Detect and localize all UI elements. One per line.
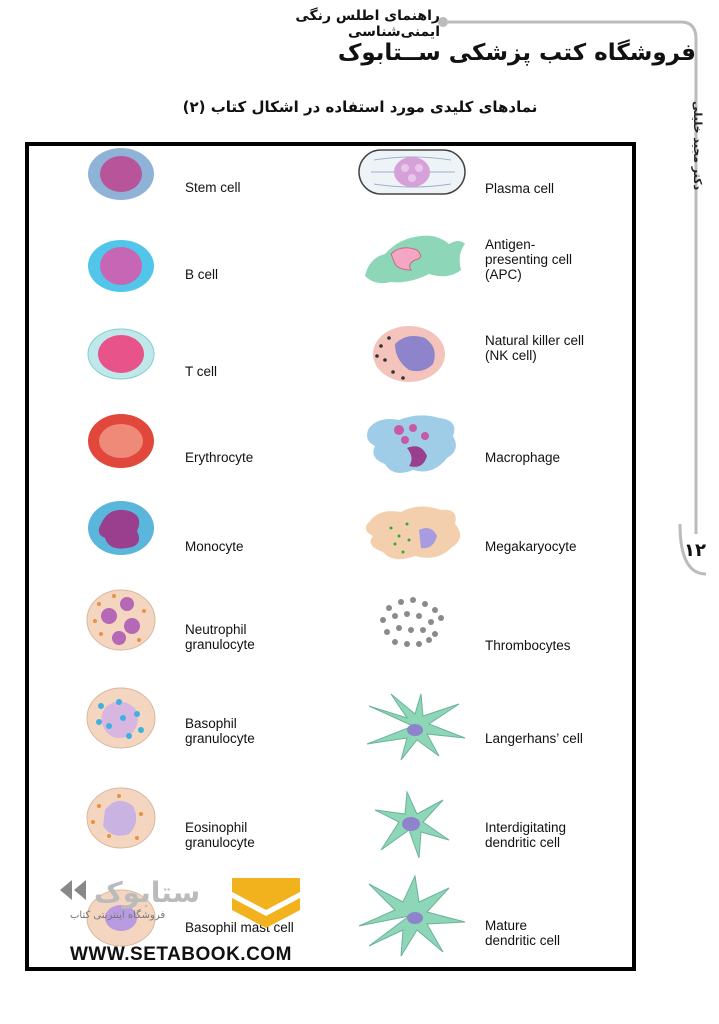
interdigitating-dc-icon <box>374 790 450 859</box>
page-border-line <box>438 17 707 576</box>
side-author-label: دکتر مجید خلیلی <box>691 100 704 190</box>
label-megakaryocyte: Megakaryocyte <box>485 539 577 554</box>
monocyte-icon <box>88 501 154 555</box>
label-erythrocyte: Erythrocyte <box>185 450 254 465</box>
label-t-cell: T cell <box>185 364 218 379</box>
label-plasma-cell: Plasma cell <box>485 181 555 196</box>
nk-cell-icon <box>373 326 445 382</box>
eosinophil-icon <box>86 787 156 849</box>
store-title: فروشگاه کتب پزشکی ســتابوک <box>337 40 696 66</box>
t-cell-icon <box>87 328 155 380</box>
label-macrophage: Macrophage <box>485 450 561 465</box>
stem-cell-icon <box>88 148 154 200</box>
label-eosinophil: Eosinophil granulocyte <box>185 820 255 850</box>
label-b-cell: B cell <box>185 267 219 282</box>
macrophage-icon <box>367 415 456 473</box>
watermark-url: WWW.SETABOOK.COM <box>70 944 292 965</box>
label-langerhans-cell: Langerhans’ cell <box>485 731 583 746</box>
page-number: ۱۲ <box>684 540 706 561</box>
book-title: راهنمای اطلس رنگی ایمنی‌شناسی <box>295 8 440 40</box>
cell-icons <box>86 148 466 957</box>
page-heading: نمادهای کلیدی مورد استفاده در اشکال کتاب… <box>182 98 538 116</box>
langerhans-cell-icon <box>366 693 466 761</box>
neutrophil-icon <box>86 589 156 651</box>
mast-cell-icon <box>86 889 156 947</box>
b-cell-icon <box>88 240 154 292</box>
setabook-logo-icon: ستابوک <box>60 876 300 928</box>
erythrocyte-icon <box>88 414 154 468</box>
label-interdigitating-dc: Interdigitating dendritic cell <box>485 820 567 850</box>
label-thrombocytes: Thrombocytes <box>485 638 571 653</box>
label-nk-cell: Natural killer cell (NK cell) <box>485 333 585 363</box>
megakaryocyte-icon <box>365 506 461 560</box>
label-basophil: Basophil granulocyte <box>185 716 255 746</box>
svg-text:ستابوک: ستابوک <box>94 876 200 909</box>
label-mature-dc: Mature dendritic cell <box>485 918 561 948</box>
mature-dc-icon <box>358 874 466 957</box>
figure-frame: Stem cell B cell T cell Erythrocyte Mono… <box>25 142 636 971</box>
apc-icon <box>365 235 465 284</box>
label-apc: Antigen- presenting cell (APC) <box>485 237 573 282</box>
label-monocyte: Monocyte <box>185 539 244 554</box>
plasma-cell-icon <box>358 149 466 195</box>
thrombocytes-icon <box>380 597 444 647</box>
label-neutrophil: Neutrophil granulocyte <box>185 622 255 652</box>
watermark-store-name: فروشگاه اینترنتی کتاب <box>70 910 166 921</box>
label-stem-cell: Stem cell <box>185 180 241 195</box>
basophil-icon <box>86 687 156 749</box>
